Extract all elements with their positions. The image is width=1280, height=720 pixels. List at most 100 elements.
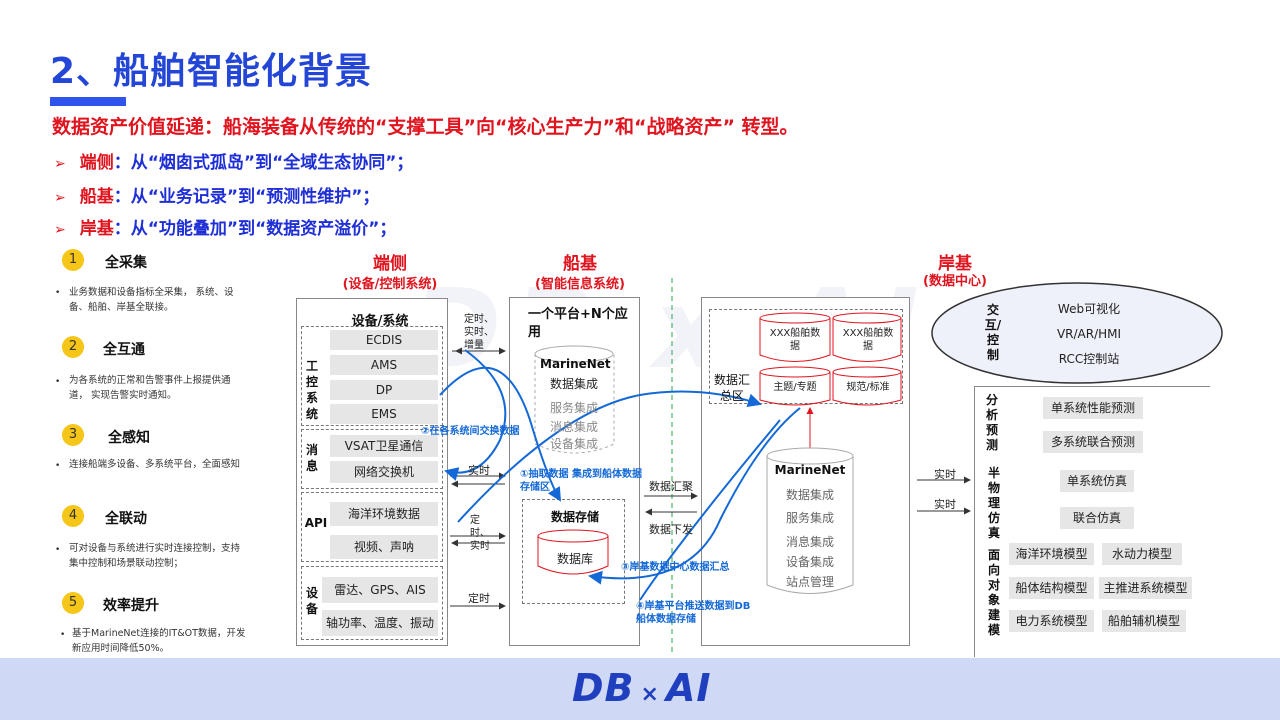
feature-number: 1 bbox=[62, 249, 84, 271]
feature-title: 效率提升 bbox=[103, 598, 159, 614]
ship-db-item: 设备集成 bbox=[550, 437, 599, 451]
page-title: 2、船舶智能化背景 bbox=[50, 51, 373, 92]
bullet-text: ：从“功能叠加”到“数据资产溢价”； bbox=[113, 219, 397, 239]
shore-db-item: 服务集成 bbox=[785, 511, 834, 525]
sim-label: 半物理仿真 bbox=[987, 466, 1000, 540]
shore-db-item: 站点管理 bbox=[785, 575, 834, 589]
feature-title: 全互通 bbox=[103, 342, 145, 358]
note-shore-collect: ③岸基数据中心数据汇总 bbox=[621, 562, 730, 573]
arrow-icon: ➢ bbox=[54, 156, 66, 172]
group-device bbox=[301, 566, 443, 640]
bullet-key: 岸基 bbox=[79, 219, 114, 239]
logo-x: × bbox=[640, 682, 660, 707]
predict-item: 单系统性能预测 bbox=[1043, 397, 1143, 419]
pool-item: 规范/标准 bbox=[846, 382, 890, 393]
feature-desc: 为各系统的正常和告警事件上报提供通道， 实现告警实时通知。 bbox=[69, 375, 231, 401]
feature-number: 5 bbox=[62, 592, 84, 614]
group-api bbox=[301, 492, 443, 562]
ship-db-item: 服务集成 bbox=[550, 401, 599, 415]
dot-icon: • bbox=[55, 461, 61, 471]
item-ams: AMS bbox=[330, 355, 438, 375]
model-item: 船舶辅机模型 bbox=[1102, 610, 1186, 632]
link-label-dev: 定时 bbox=[468, 592, 490, 605]
edge-panel-title: 设备/系统 bbox=[351, 314, 409, 329]
mid-label-up: 数据汇聚 bbox=[649, 480, 693, 493]
model-item: 船体结构模型 bbox=[1009, 577, 1094, 599]
logo-left: DB bbox=[572, 666, 635, 710]
item-ecdis: ECDIS bbox=[330, 330, 438, 350]
data-pool-zone bbox=[709, 309, 903, 404]
group-label-msg: 消息 bbox=[305, 443, 318, 473]
ship-db-item: 消息集成 bbox=[550, 420, 599, 434]
feature-title: 全采集 bbox=[105, 255, 147, 271]
ship-db-item: 数据集成 bbox=[550, 377, 599, 391]
shore-db-item: 数据集成 bbox=[785, 488, 834, 502]
realtime-label: 实时 bbox=[934, 468, 956, 481]
pool-item: 主题/专题 bbox=[773, 382, 817, 393]
link-label-msg: 实时 bbox=[468, 464, 490, 477]
model-item: 电力系统模型 bbox=[1009, 610, 1094, 632]
model-item: 水动力模型 bbox=[1102, 543, 1182, 565]
item-video-sonar: 视频、声呐 bbox=[330, 535, 438, 559]
edge-subheading: (设备/控制系统) bbox=[342, 277, 438, 292]
interact-item: RCC控制站 bbox=[1030, 348, 1148, 370]
link-label-top: 定时、实时、增量 bbox=[464, 314, 494, 351]
title-underline bbox=[50, 97, 126, 106]
sim-item: 单系统仿真 bbox=[1060, 470, 1134, 492]
item-vsat: VSAT卫星通信 bbox=[330, 435, 438, 457]
footer-band bbox=[0, 658, 1280, 720]
bullet-edge: ➢ 端侧：从“烟囱式孤岛”到“全域生态协同”； bbox=[54, 148, 413, 173]
item-ocean-data: 海洋环境数据 bbox=[330, 502, 438, 526]
bullet-ship: ➢ 船基：从“业务记录”到“预测性维护”； bbox=[54, 182, 379, 207]
edge-heading: 端侧 bbox=[373, 254, 407, 274]
model-item: 海洋环境模型 bbox=[1009, 543, 1094, 565]
ship-panel-title: 一个平台+N个应用 bbox=[528, 307, 628, 340]
bullet-text: ：从“烟囱式孤岛”到“全域生态协同”； bbox=[113, 153, 414, 173]
interact-item: VR/AR/HMI bbox=[1030, 323, 1148, 345]
item-shaft: 轴功率、温度、振动 bbox=[322, 610, 438, 636]
data-pool-label: 数据汇总区 bbox=[713, 373, 750, 403]
logo-right: AI bbox=[665, 666, 712, 710]
ship-subheading: (智能信息系统) bbox=[535, 277, 625, 292]
arrow-icon: ➢ bbox=[54, 190, 66, 206]
group-label-device: 设备 bbox=[305, 586, 318, 616]
predict-item: 多系统联合预测 bbox=[1043, 431, 1143, 453]
feature-number: 3 bbox=[62, 424, 84, 446]
note-extract: ①抽取数据 集成到船体数据存储区 bbox=[520, 469, 642, 493]
dot-icon: • bbox=[55, 288, 61, 298]
logo: DB×AI bbox=[572, 666, 712, 710]
predict-label: 分析预测 bbox=[985, 393, 998, 452]
group-label-ics: 工控系统 bbox=[305, 359, 318, 421]
pool-item: XXX船舶数据 bbox=[842, 328, 894, 352]
bullet-key: 端侧 bbox=[79, 153, 114, 173]
model-label: 面向对象建模 bbox=[987, 548, 1000, 637]
shore-subheading: (数据中心) bbox=[923, 274, 987, 289]
feature-number: 4 bbox=[62, 505, 84, 527]
note-exchange: ②在各系统间交换数据 bbox=[421, 426, 520, 437]
mid-label-down: 数据下发 bbox=[649, 523, 693, 536]
item-radar: 雷达、GPS、AIS bbox=[322, 577, 438, 603]
group-ics bbox=[301, 326, 443, 426]
link-label-api: 定时、实时 bbox=[470, 515, 490, 552]
ship-storage-db: 数据库 bbox=[556, 552, 593, 566]
feature-desc: 连接船端多设备、多系统平台，全面感知 bbox=[69, 459, 241, 470]
bullet-key: 船基 bbox=[79, 187, 114, 207]
feature-number: 2 bbox=[62, 336, 84, 358]
shore-db-item: 消息集成 bbox=[785, 535, 834, 549]
arrow-icon: ➢ bbox=[54, 222, 66, 238]
interact-label: 交互/控制 bbox=[984, 303, 1002, 362]
feature-desc: 业务数据和设备指标全采集， 系统、设备、船舶、岸基全联接。 bbox=[69, 287, 234, 313]
feature-title: 全联动 bbox=[105, 511, 147, 527]
note-push: ④岸基平台推送数据到DB船体数据存储 bbox=[636, 601, 751, 625]
group-label-api: API bbox=[304, 516, 328, 530]
shore-db-title: MarineNet bbox=[774, 463, 846, 477]
dot-icon: • bbox=[60, 630, 66, 640]
ship-storage-zone bbox=[522, 499, 625, 604]
item-switch: 网络交换机 bbox=[330, 461, 438, 483]
feature-title: 全感知 bbox=[108, 430, 150, 446]
item-dp: DP bbox=[330, 380, 438, 400]
shore-heading: 岸基 bbox=[938, 254, 972, 274]
realtime-label: 实时 bbox=[934, 498, 956, 511]
bullet-text: ：从“业务记录”到“预测性维护”； bbox=[113, 187, 380, 207]
